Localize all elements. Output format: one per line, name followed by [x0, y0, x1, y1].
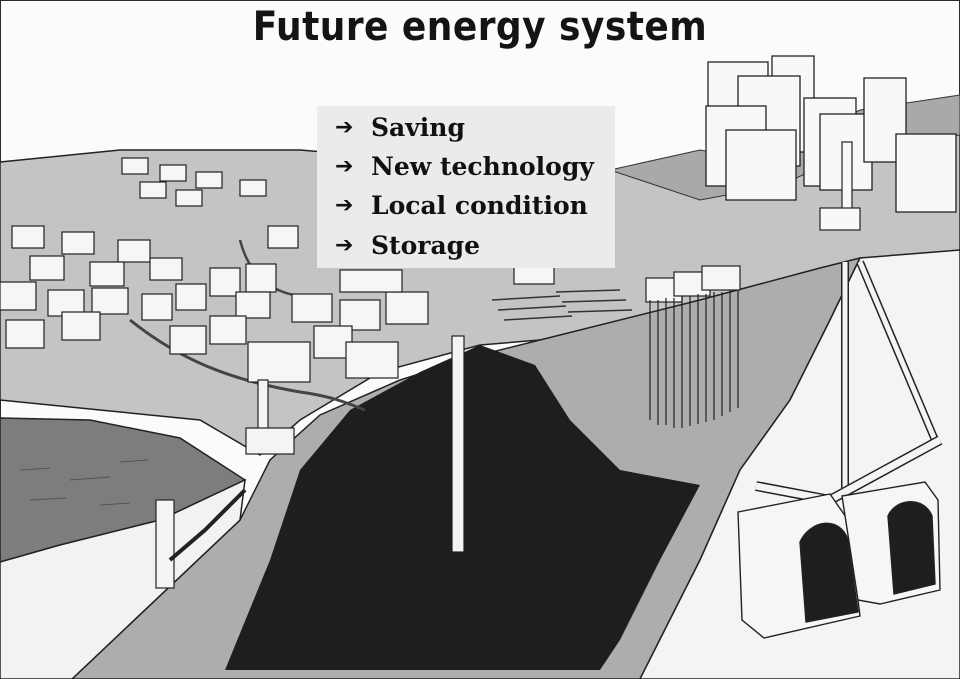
list-item: ➔ New technology [335, 148, 594, 184]
list-item-label: Local condition [371, 190, 588, 220]
road [129, 318, 366, 412]
arrow-right-icon: ➔ [335, 192, 354, 218]
list-item: ➔ Storage [335, 227, 480, 263]
arrow-right-icon: ➔ [335, 232, 354, 258]
lake-shaft [155, 499, 175, 589]
rock-left [0, 478, 246, 679]
arrow-right-icon: ➔ [335, 153, 354, 179]
water-texture [19, 459, 149, 506]
village-houses [0, 157, 429, 383]
strategy-list: ➔ Saving ➔ New technology ➔ Local condit… [317, 106, 615, 268]
rock-caverns [737, 481, 941, 639]
arrow-right-icon: ➔ [335, 114, 354, 140]
borehole-field [649, 290, 739, 428]
chimney [841, 141, 853, 215]
field-rows [491, 289, 633, 321]
list-item-label: New technology [371, 151, 594, 181]
tower-blocks [705, 55, 957, 213]
heat-plant-chimney [257, 379, 269, 433]
row-houses [645, 265, 741, 303]
list-item: ➔ Saving [335, 109, 465, 145]
plant-building [819, 207, 861, 231]
list-item-label: Storage [371, 230, 481, 260]
cavern-pipe-inner [857, 261, 938, 441]
list-item-label: Saving [371, 112, 465, 142]
storage-shaft [451, 335, 465, 553]
lake-pipe [168, 488, 247, 562]
list-item: ➔ Local condition [335, 187, 588, 223]
heat-plant [245, 427, 295, 455]
figure-title: Future energy system [252, 4, 708, 50]
